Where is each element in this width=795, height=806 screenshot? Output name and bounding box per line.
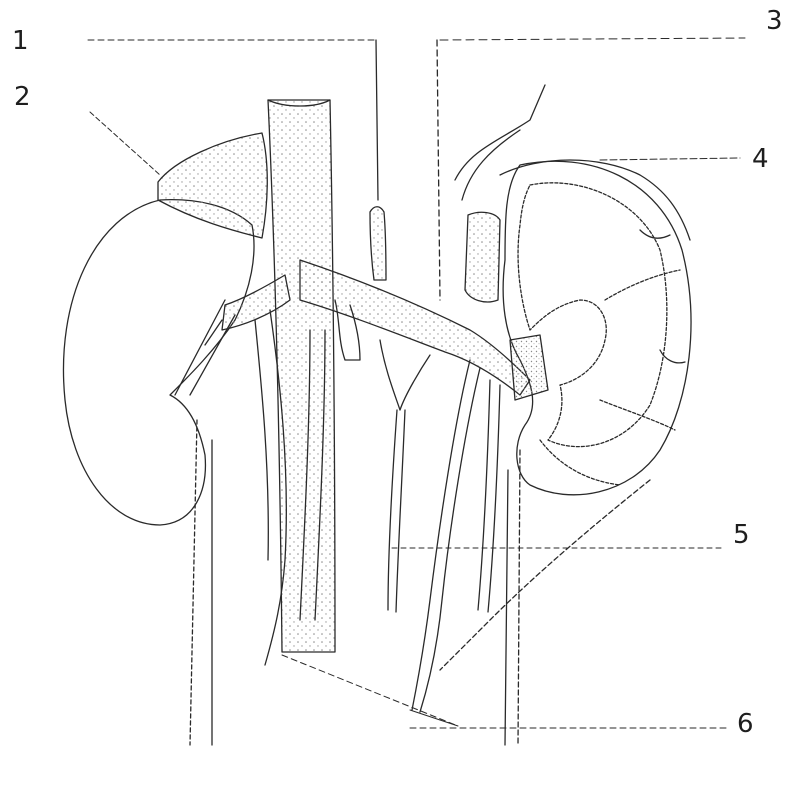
left-gonadal-trunk — [388, 410, 405, 612]
label-6: 6 — [737, 711, 754, 737]
body-wall-top-right — [437, 40, 440, 300]
upper-arc-vessel-2 — [462, 130, 520, 200]
label-5: 5 — [733, 522, 750, 548]
lower-vessel — [440, 480, 650, 670]
label-3: 3 — [766, 8, 783, 34]
leader-4 — [600, 158, 740, 160]
leader-2 — [90, 112, 160, 175]
body-wall-left — [190, 420, 197, 745]
kidney-top-vessel — [500, 160, 690, 240]
leader-6-b — [410, 710, 458, 726]
left-adrenal-gland — [465, 212, 500, 302]
left-gonadal-vessel — [478, 380, 500, 612]
superior-vessel-tube — [370, 207, 386, 280]
leader-3 — [440, 38, 745, 40]
left-hilum-vessels — [510, 335, 548, 400]
left-kidney-inner — [518, 183, 667, 447]
left-kidney-branch-a — [640, 230, 670, 238]
upper-arc-vessel — [455, 85, 545, 180]
superior-vessel — [376, 40, 378, 200]
left-kidney-lobe-2 — [600, 400, 675, 430]
label-1: 1 — [12, 28, 29, 54]
label-4: 4 — [752, 146, 769, 172]
label-2: 2 — [14, 84, 31, 110]
left-gonadal-branch — [380, 340, 430, 410]
right-kidney — [63, 200, 254, 525]
left-kidney-lobe-1 — [605, 270, 680, 300]
body-wall-right — [505, 470, 508, 745]
left-kidney-lobe-3 — [540, 440, 620, 485]
right-ureter-inner — [255, 320, 268, 560]
left-ureter — [412, 360, 470, 710]
body-wall-right-inner — [518, 450, 520, 745]
right-adrenal-gland — [158, 133, 267, 238]
